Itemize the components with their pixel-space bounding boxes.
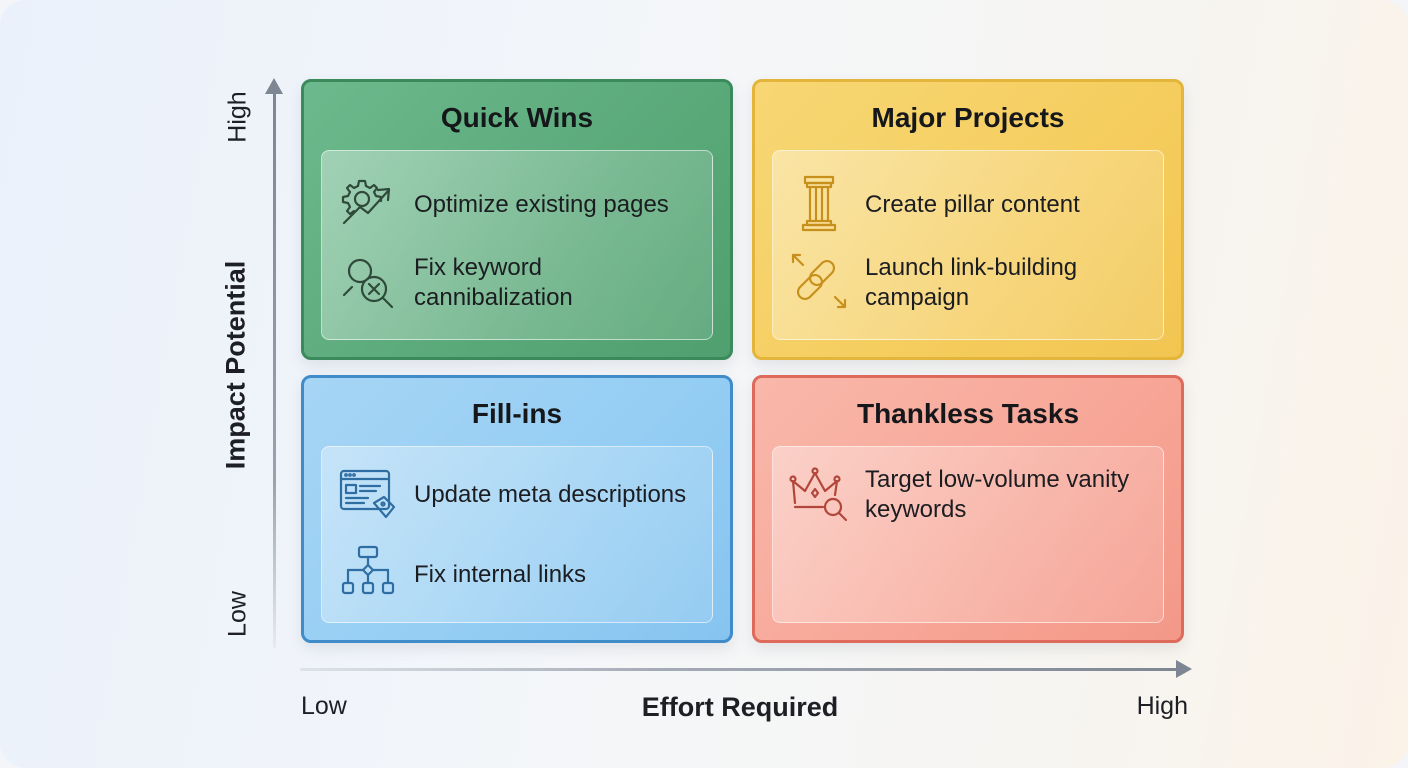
list-item: Create pillar content <box>789 173 1153 237</box>
list-item: Launch link-building campaign <box>789 251 1153 315</box>
y-axis-arrow <box>265 78 283 94</box>
crown-search-icon <box>789 467 848 522</box>
x-axis-arrow <box>1176 660 1192 678</box>
list-item: Update meta descriptions <box>338 463 702 527</box>
quadrant-quick-wins: Quick Wins Optimize existing pages <box>301 79 733 360</box>
item-label: Optimize existing pages <box>414 191 669 218</box>
quadrant-card: Optimize existing pages Fix keyword cann… <box>321 150 713 340</box>
x-axis-high-label: High <box>1136 692 1188 720</box>
x-axis-low-label: Low <box>301 692 347 720</box>
item-label: Launch link-building campaign <box>865 254 1078 311</box>
item-label: Create pillar content <box>865 191 1080 218</box>
gear-growth-arrow-icon <box>341 179 391 225</box>
quadrant-title: Fill-ins <box>471 398 563 429</box>
quadrant-card: Update meta descriptions Fix internal li… <box>321 446 713 623</box>
list-item: Optimize existing pages <box>338 173 702 237</box>
item-label: Target low-volume vanity keywords <box>865 466 1130 523</box>
quadrant-title: Thankless Tasks <box>856 398 1080 429</box>
quadrant-title: Quick Wins <box>440 102 594 133</box>
pillar-icon <box>801 175 837 232</box>
browser-tag-icon <box>339 469 396 519</box>
item-label: Fix internal links <box>414 561 587 588</box>
chain-link-icon <box>791 253 847 309</box>
quadrant-fill-ins: Fill-ins Update meta descriptions <box>301 375 733 643</box>
item-label: Fix keyword cannibalization <box>414 254 573 311</box>
item-label: Update meta descriptions <box>414 481 687 508</box>
quadrant-thankless-tasks: Thankless Tasks Target low-volume vanity… <box>752 375 1184 643</box>
quadrant-card: Create pillar content Launch link-buildi… <box>772 150 1164 340</box>
list-item: Fix keyword cannibalization <box>338 251 702 315</box>
x-axis-line <box>300 668 1180 671</box>
y-axis-line <box>273 92 276 648</box>
quadrant-card: Target low-volume vanity keywords <box>772 446 1164 623</box>
sitemap-icon <box>341 545 395 595</box>
magnifier-x-icon <box>342 258 394 309</box>
list-item: Fix internal links <box>338 543 702 607</box>
list-item: Target low-volume vanity keywords <box>789 463 1153 527</box>
x-axis-title: Effort Required <box>641 692 839 722</box>
quadrant-title: Major Projects <box>871 102 1065 133</box>
quadrant-major-projects: Major Projects Create pillar content <box>752 79 1184 360</box>
